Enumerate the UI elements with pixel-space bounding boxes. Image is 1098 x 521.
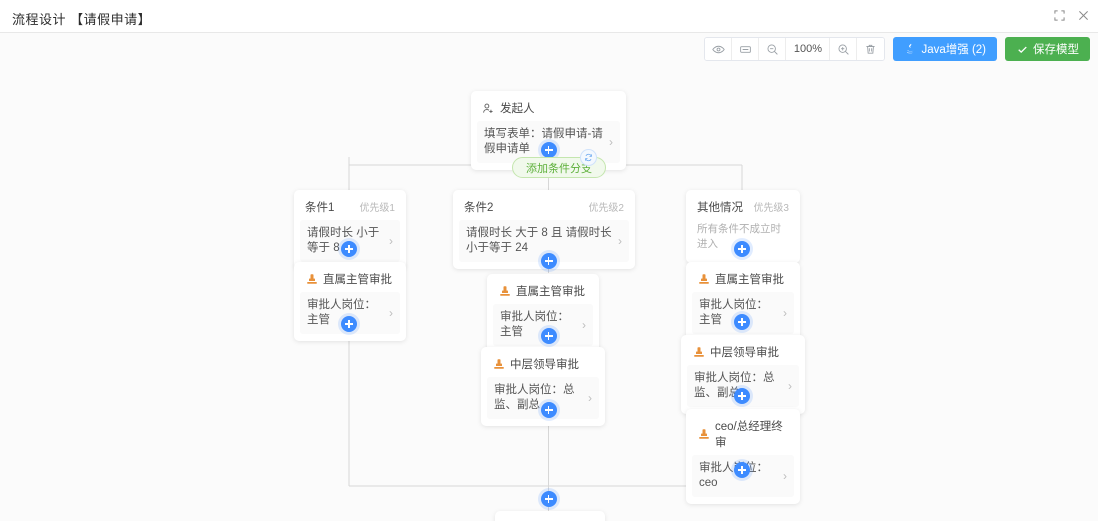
- approval-icon: [305, 273, 318, 286]
- chevron-right-icon: ›: [582, 318, 586, 332]
- node-hr-record[interactable]: 人事备案 审批人岗位：人事 ›: [495, 511, 605, 521]
- node-condition-3-header: 其他情况 优先级3: [686, 190, 800, 220]
- add-node-button-after-approval-2[interactable]: [540, 328, 557, 344]
- add-node-button-after-ceo[interactable]: [734, 462, 750, 478]
- node-condition-2-priority: 优先级2: [588, 203, 624, 214]
- node-mid-approval-branch-2-role: 审批人岗位：总监、副总: [494, 384, 575, 411]
- refresh-icon[interactable]: [580, 149, 597, 166]
- node-mid-approval-branch-2[interactable]: 中层领导审批 审批人岗位：总监、副总 ›: [481, 347, 605, 426]
- node-approval-branch-3-title: 直属主管审批: [715, 274, 784, 286]
- node-hr-record-header: 人事备案: [495, 511, 605, 521]
- approval-icon: [697, 273, 710, 286]
- node-condition-2-header: 条件2 优先级2: [453, 190, 635, 220]
- chevron-right-icon: ›: [788, 379, 792, 393]
- node-condition-1-title: 条件1: [305, 202, 335, 214]
- node-mid-approval-branch-2-body[interactable]: 审批人岗位：总监、副总 ›: [487, 377, 599, 419]
- node-start-title: 发起人: [500, 103, 535, 115]
- node-condition-3-body: 所有条件不成立时进入: [692, 220, 794, 256]
- zoom-level-value[interactable]: 100%: [786, 38, 831, 60]
- node-condition-1-priority: 优先级1: [359, 203, 395, 214]
- fit-screen-icon[interactable]: [732, 38, 760, 60]
- page-title: 流程设计 【请假申请】: [12, 12, 152, 27]
- save-model-button[interactable]: 保存模型: [1005, 37, 1090, 61]
- add-node-button-branch-2[interactable]: [540, 253, 557, 269]
- add-branch-button[interactable]: 添加条件分支: [512, 157, 606, 178]
- check-icon: [1016, 43, 1029, 56]
- node-approval-branch-2-header: 直属主管审批: [487, 274, 599, 304]
- node-approval-branch-2-body[interactable]: 审批人岗位：主管 ›: [493, 304, 593, 346]
- expand-icon[interactable]: [1053, 9, 1066, 22]
- add-node-button-after-mid-3[interactable]: [734, 388, 750, 404]
- approval-icon: [498, 285, 511, 298]
- node-mid-approval-branch-3-title: 中层领导审批: [710, 347, 779, 359]
- add-node-button-after-approval-1[interactable]: [341, 316, 357, 332]
- approval-icon: [697, 428, 710, 441]
- save-model-label: 保存模型: [1033, 44, 1079, 56]
- node-condition-1-header: 条件1 优先级1: [294, 190, 406, 220]
- user-add-icon: [482, 102, 495, 115]
- node-start-form: 填写表单：请假申请-请假申请单: [484, 128, 603, 155]
- chevron-right-icon: ›: [588, 391, 592, 405]
- canvas-toolbar: 100%: [704, 37, 1090, 61]
- node-mid-approval-branch-3[interactable]: 中层领导审批 审批人岗位：总监、副总 ›: [681, 335, 805, 414]
- zoom-out-icon[interactable]: [759, 38, 787, 60]
- node-approval-branch-3-role: 审批人岗位：主管: [699, 299, 768, 326]
- toolbar-icon-group: 100%: [704, 37, 886, 61]
- trash-icon[interactable]: [857, 38, 885, 60]
- node-mid-approval-branch-3-header: 中层领导审批: [681, 335, 805, 365]
- node-condition-3-priority: 优先级3: [753, 203, 789, 214]
- node-condition-1[interactable]: 条件1 优先级1 请假时长 小于等于 8 ›: [294, 190, 406, 269]
- node-approval-branch-1[interactable]: 直属主管审批 审批人岗位：主管 ›: [294, 262, 406, 341]
- node-ceo-approval-header: ceo/总经理终审: [686, 409, 800, 455]
- node-approval-branch-2-role: 审批人岗位：主管: [500, 311, 569, 338]
- chevron-right-icon: ›: [783, 469, 787, 483]
- node-mid-approval-branch-3-body[interactable]: 审批人岗位：总监、副总 ›: [687, 365, 799, 407]
- node-mid-approval-branch-2-header: 中层领导审批: [481, 347, 605, 377]
- java-enhance-label: Java增强 (2): [921, 44, 986, 56]
- node-ceo-approval[interactable]: ceo/总经理终审 审批人岗位：ceo ›: [686, 409, 800, 504]
- add-node-button-after-approval-3[interactable]: [734, 314, 750, 330]
- close-icon[interactable]: [1077, 9, 1090, 22]
- chevron-right-icon: ›: [618, 234, 622, 248]
- add-node-button-start[interactable]: [540, 142, 557, 158]
- java-icon: [904, 43, 917, 56]
- add-node-button-after-mid-2[interactable]: [540, 402, 557, 418]
- node-approval-branch-1-role: 审批人岗位：主管: [307, 299, 376, 326]
- flow-graph: 发起人 填写表单：请假申请-请假申请单 › 添加条件分支 条件1: [0, 33, 1098, 521]
- node-approval-branch-2-title: 直属主管审批: [516, 286, 585, 298]
- chevron-right-icon: ›: [609, 135, 613, 149]
- approval-icon: [692, 346, 705, 359]
- title-bar: 流程设计 【请假申请】: [0, 0, 1098, 33]
- node-mid-approval-branch-3-role: 审批人岗位：总监、副总: [694, 372, 775, 399]
- node-approval-branch-1-header: 直属主管审批: [294, 262, 406, 292]
- node-condition-1-expression: 请假时长 小于等于 8: [307, 227, 380, 254]
- add-node-button-branch-3[interactable]: [734, 241, 750, 257]
- node-condition-2-expression: 请假时长 大于 8 且 请假时长 小于等于 24: [466, 227, 612, 254]
- node-ceo-approval-title: ceo/总经理终审: [715, 421, 783, 449]
- node-approval-branch-1-title: 直属主管审批: [323, 274, 392, 286]
- chevron-right-icon: ›: [389, 306, 393, 320]
- java-enhance-button[interactable]: Java增强 (2): [893, 37, 997, 61]
- node-mid-approval-branch-2-title: 中层领导审批: [510, 359, 579, 371]
- add-node-button-branch-1[interactable]: [341, 241, 357, 257]
- node-start-header: 发起人: [471, 91, 626, 121]
- node-condition-3-description: 所有条件不成立时进入: [697, 223, 781, 250]
- window-controls: [1053, 9, 1090, 22]
- add-node-button-before-hr[interactable]: [540, 491, 557, 507]
- chevron-right-icon: ›: [389, 234, 393, 248]
- node-approval-branch-3-header: 直属主管审批: [686, 262, 800, 292]
- node-condition-2-title: 条件2: [464, 202, 494, 214]
- node-condition-3-title: 其他情况: [697, 202, 743, 214]
- eye-icon[interactable]: [705, 38, 733, 60]
- node-approval-branch-2[interactable]: 直属主管审批 审批人岗位：主管 ›: [487, 274, 599, 353]
- flow-canvas[interactable]: 100%: [0, 33, 1098, 521]
- chevron-right-icon: ›: [783, 306, 787, 320]
- zoom-in-icon[interactable]: [830, 38, 858, 60]
- approval-icon: [492, 358, 505, 371]
